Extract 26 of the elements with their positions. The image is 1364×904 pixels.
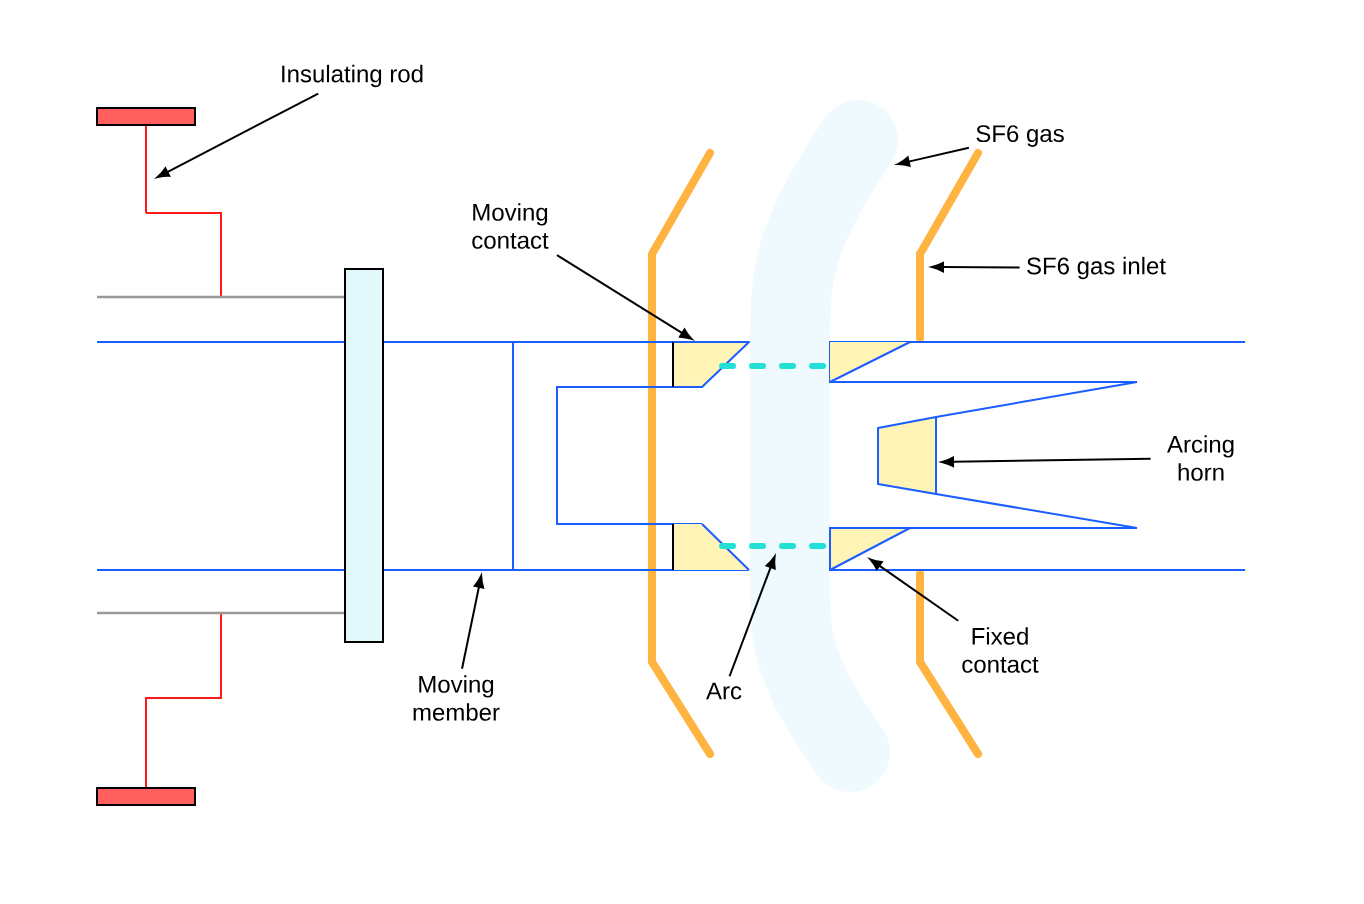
leader-line (461, 575, 485, 670)
gas-cloud (750, 100, 898, 792)
boundary-line (96, 569, 750, 571)
leader-line (869, 558, 960, 622)
leader-line (931, 261, 1021, 273)
part-label: Moving member (413, 675, 500, 721)
leader-line (728, 555, 776, 678)
part-label: Moving contact (472, 203, 549, 249)
arcing-horn (877, 416, 937, 495)
part-label: Fixed contact (962, 627, 1039, 673)
part-label: Arcing horn (1167, 435, 1234, 481)
rod-end-bar (96, 107, 196, 126)
leader-line (555, 254, 693, 340)
rod-end-bar (96, 787, 196, 806)
leader-line (941, 456, 1152, 468)
fixed-contact (829, 527, 911, 571)
nozzle-wall (916, 250, 924, 342)
part-label: SF6 gas inlet (1027, 256, 1166, 280)
arc-line (719, 543, 829, 549)
leader-line (156, 92, 320, 179)
moving-contact (672, 341, 750, 388)
part-label: SF6 gas (976, 125, 1064, 147)
arc-line (719, 363, 829, 369)
part-label: Insulating rod (282, 64, 423, 88)
part-label: Arc (706, 682, 742, 700)
leader-line (897, 146, 970, 167)
